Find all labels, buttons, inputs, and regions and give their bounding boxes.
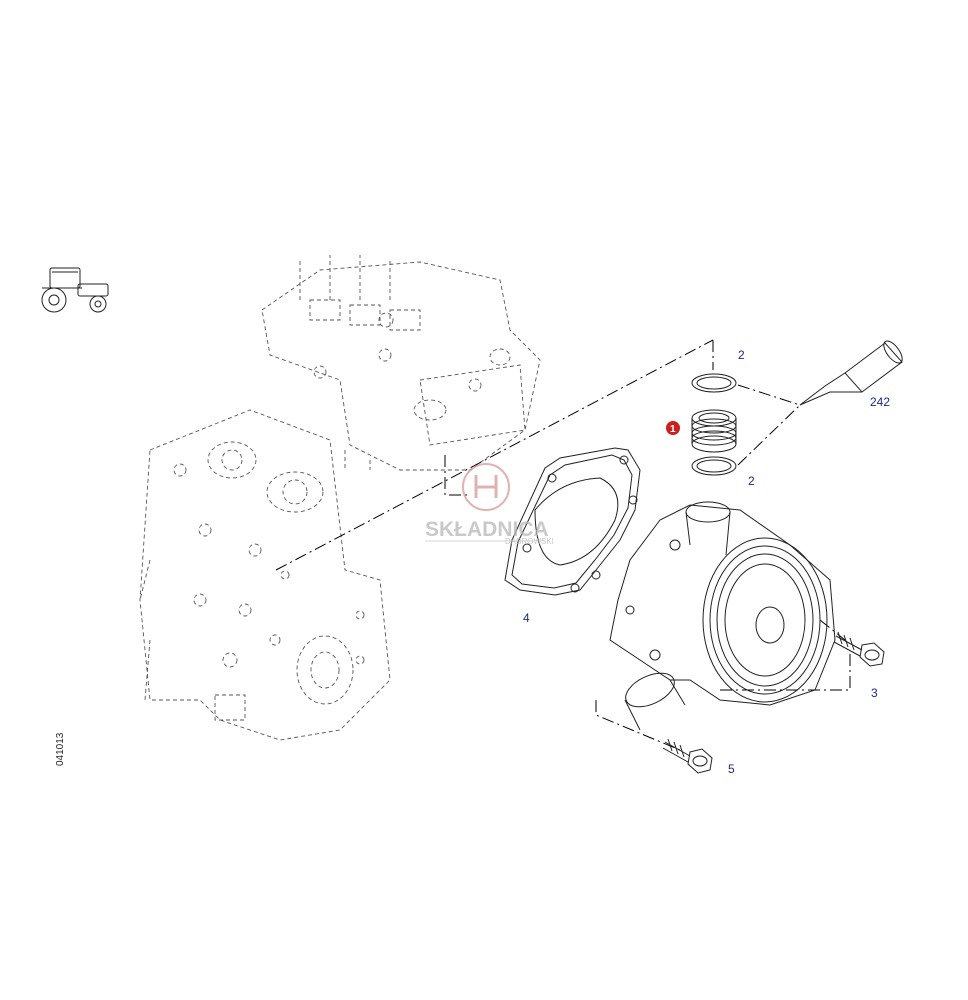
water-pump-gasket	[504, 447, 641, 596]
watermark-subtitle: DĄBROWSKI	[505, 537, 554, 546]
sealant-tube	[799, 340, 903, 406]
o-ring-lower	[691, 456, 737, 476]
bolt-right	[833, 631, 885, 667]
figure-code: 041013	[55, 732, 66, 766]
bolt-lower	[662, 738, 713, 774]
callout-label-3[interactable]: 3	[871, 686, 878, 700]
watermark-logo: SKŁADNICA DĄBROWSKI	[425, 463, 554, 546]
seal-sleeve	[691, 409, 737, 453]
cylinder-head	[261, 255, 541, 471]
callout-label-1: 1	[670, 424, 676, 435]
highlight-badge	[666, 421, 680, 435]
watermark-title: SKŁADNICA	[425, 518, 549, 541]
callout-label-2-upper[interactable]: 2	[738, 348, 745, 362]
callout-label-242[interactable]: 242	[870, 395, 890, 409]
water-pump	[609, 501, 836, 731]
o-ring-upper	[691, 373, 737, 393]
callout-label-5[interactable]: 5	[728, 762, 735, 776]
engine-block	[139, 409, 391, 741]
callout-label-2-lower[interactable]: 2	[748, 474, 755, 488]
callout-highlighted-1[interactable]: 1	[666, 421, 680, 435]
tractor-icon	[41, 267, 109, 313]
alignment-lines	[275, 339, 851, 751]
callout-label-4[interactable]: 4	[523, 611, 530, 625]
